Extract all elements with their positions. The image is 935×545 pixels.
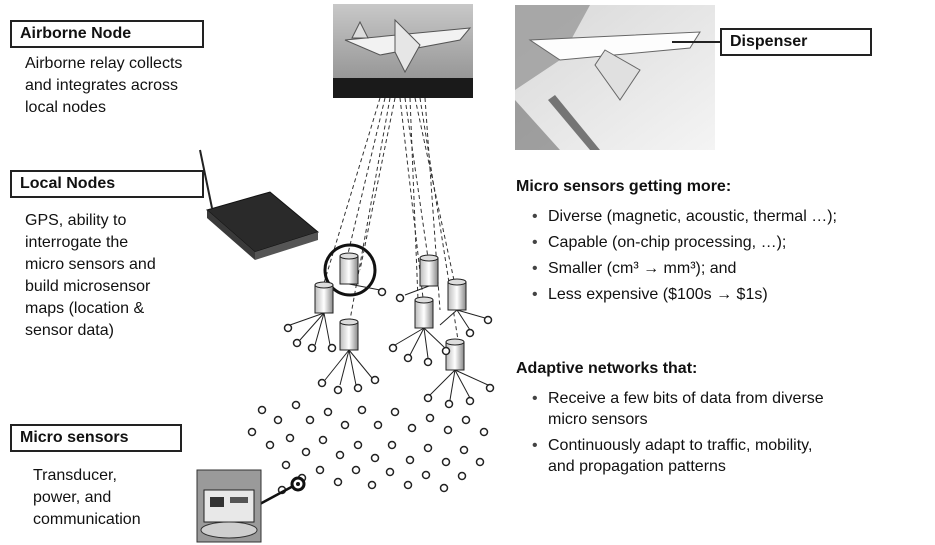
local-nodes-description: GPS, ability to interrogate the micro se… <box>25 212 156 339</box>
bullet-item: Continuously adapt to traffic, mobility,… <box>530 435 930 477</box>
airborne-description: Airborne relay collects and integrates a… <box>25 55 183 116</box>
bullet-item: Smaller (cm³ → mm³); and <box>530 258 935 279</box>
micro-sensors-label: Micro sensors <box>10 424 182 452</box>
micro-sensors-description: Transducer, power, and communication <box>33 467 141 528</box>
sensor-device-photo-icon <box>196 469 262 543</box>
micro-sensors-bullet-list: Diverse (magnetic, acoustic, thermal …);… <box>530 206 935 310</box>
relay-links <box>323 97 459 341</box>
bullet-item: Diverse (magnetic, acoustic, thermal …); <box>530 206 935 227</box>
micro-sensors-heading: Micro sensors getting more: <box>516 178 732 195</box>
dispenser-label: Dispenser <box>720 28 872 56</box>
highlight-circle <box>323 243 377 297</box>
adaptive-networks-heading: Adaptive networks that: <box>516 360 698 377</box>
airborne-node-label: Airborne Node <box>10 20 204 48</box>
dispenser-photo-icon <box>515 5 720 150</box>
bullet-item: Receive a few bits of data from diverse … <box>530 388 930 430</box>
adaptive-networks-bullet-list: Receive a few bits of data from diverse … <box>530 388 930 482</box>
router-icon <box>199 149 320 260</box>
aircraft-photo-icon <box>333 4 473 98</box>
bullet-item: Capable (on-chip processing, …); <box>530 232 935 253</box>
micro-sensor-icon <box>247 287 495 495</box>
bullet-item: Less expensive ($100s → $1s) <box>530 284 935 305</box>
sensor-links <box>289 283 489 401</box>
local-nodes-label: Local Nodes <box>10 170 204 198</box>
device-link <box>257 482 298 507</box>
